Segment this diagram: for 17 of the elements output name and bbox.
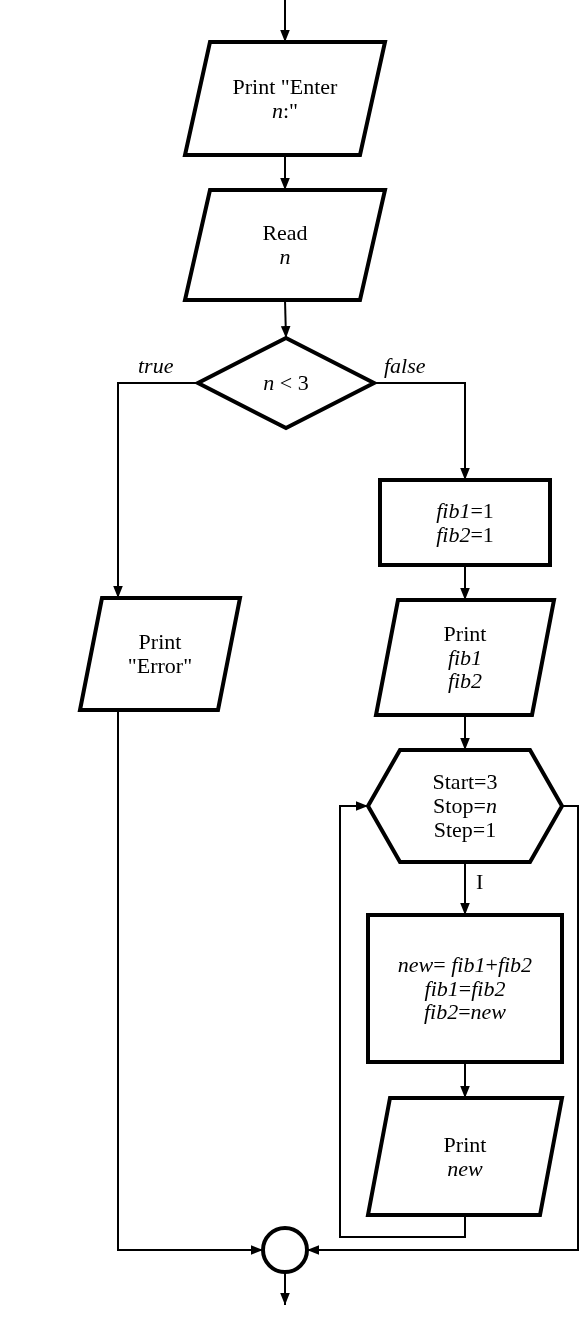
arrow [280,0,290,43]
statement-text: Read n [261,221,309,269]
statement-text: fib2=1 [436,522,494,547]
statement-text: n < 3 [263,371,309,395]
statement-text: Print "Enter n:" [231,74,339,123]
arrow [339,801,466,1238]
statement-text: Start=3 [432,770,498,795]
statement-text: fib1=1 [436,498,494,523]
statement-text: fib2=new [423,1000,507,1025]
statement-text: Print new [442,1132,488,1181]
statement-text: Print "Error" [126,630,194,678]
statement-text: Stop=n [433,794,497,818]
statement-text: new= fib1+fib2 [397,952,533,977]
statement-text: Step=1 [433,817,497,842]
statement-text: fib1=fib2 [424,976,506,1001]
statement-text: Print fib1 fib2 [442,621,488,694]
arrow [306,805,579,1255]
